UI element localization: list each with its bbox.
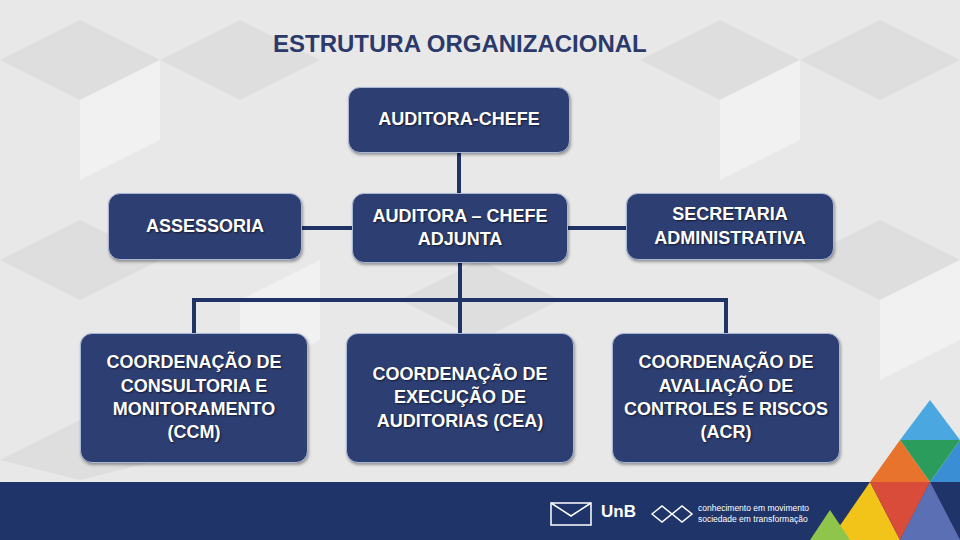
background-pattern (0, 20, 960, 480)
box-label: ASSESSORIA (138, 215, 272, 238)
org-connector (568, 226, 626, 230)
org-connector (302, 226, 352, 230)
slogan-text: conhecimento em movimento (698, 503, 809, 513)
slogan-text: sociedade em transformação (698, 514, 808, 524)
unb-logo-mark (551, 503, 692, 525)
org-connector (194, 263, 460, 333)
box-label: COORDENAÇÃO DE CONSULTORIA E MONITORAMEN… (81, 351, 307, 445)
box-label: COORDENAÇÃO DE AVALIAÇÃO DE CONTROLES E … (613, 351, 839, 445)
deputy-box: AUDITORA – CHEFE ADJUNTA (352, 193, 568, 263)
coordination-box: COORDENAÇÃO DE CONSULTORIA E MONITORAMEN… (80, 333, 308, 463)
advisory-box: ASSESSORIA (108, 193, 302, 260)
secretariat-box: SECRETARIA ADMINISTRATIVA (626, 193, 834, 260)
chart-title: ESTRUTURA ORGANIZACIONAL (273, 30, 647, 58)
coordination-box: COORDENAÇÃO DE AVALIAÇÃO DE CONTROLES E … (612, 333, 840, 463)
chief-box: AUDITORA-CHEFE (348, 87, 570, 153)
footer-bar (0, 482, 960, 540)
org-connector (457, 153, 461, 193)
org-connector (458, 263, 462, 333)
box-label: AUDITORA – CHEFE ADJUNTA (353, 205, 567, 252)
box-label: AUDITORA-CHEFE (370, 108, 548, 131)
box-label: COORDENAÇÃO DE EXECUÇÃO DE AUDITORIAS (C… (347, 363, 573, 433)
coordination-box: COORDENAÇÃO DE EXECUÇÃO DE AUDITORIAS (C… (346, 333, 574, 463)
box-label: SECRETARIA ADMINISTRATIVA (627, 203, 833, 250)
logo-text: UnB (601, 502, 636, 522)
org-connector (460, 263, 726, 333)
